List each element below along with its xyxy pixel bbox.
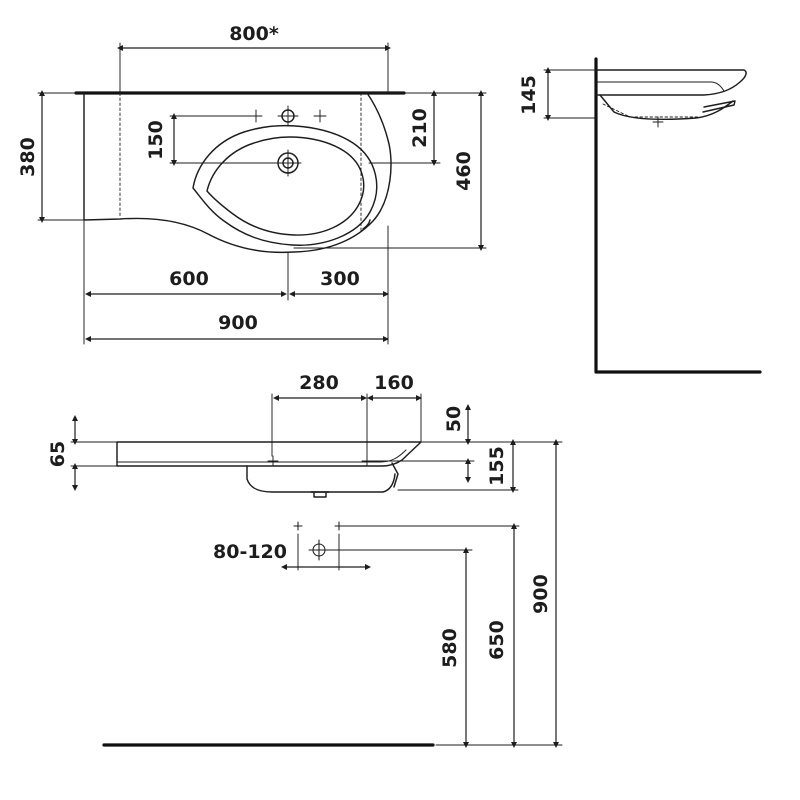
dimension-label-800: 800*: [229, 23, 279, 45]
dimension-label-380: 380: [17, 137, 39, 177]
front-bowl-body: [246, 465, 396, 493]
side-top-profile: [595, 69, 747, 96]
dimension-label-210: 210: [409, 108, 431, 148]
side-bowl-profile: [599, 94, 734, 121]
dimension-label-160: 160: [374, 372, 414, 394]
plan-bowl-inner-lip: [206, 136, 365, 236]
front-right-fixing-hole: [361, 455, 373, 467]
plan-view: 800* 380 150 210 460 600 300 900: [17, 23, 487, 345]
tap-right-symbol: [313, 109, 327, 123]
dimension-label-145: 145: [518, 75, 540, 115]
front-rim-inner-line: [116, 449, 407, 463]
dimension-label-900-plan: 900: [218, 312, 258, 334]
tap-center-line: [277, 105, 299, 127]
supply-right-symbol: [334, 521, 344, 531]
plan-basin-outline: [83, 92, 392, 254]
dimension-label-150: 150: [145, 120, 167, 160]
dimension-label-50: 50: [443, 406, 465, 432]
side-front-tip: [702, 100, 736, 113]
dimension-label-155: 155: [486, 446, 508, 486]
front-elevation-view: 280 160 50 65 155 900: [47, 372, 563, 748]
dimension-label-460: 460: [453, 151, 475, 191]
waste-symbol-cross: [308, 539, 330, 561]
overflow-small-mark: [362, 219, 371, 230]
dimension-label-600: 600: [169, 268, 209, 290]
front-left-fixing-hole: [267, 455, 279, 467]
side-hidden-lip: [602, 103, 699, 118]
dimension-label-650: 650: [486, 620, 508, 660]
dimension-label-580: 580: [439, 628, 461, 668]
front-waste-outlet: [310, 491, 330, 498]
plan-bowl-opening: [192, 124, 378, 246]
side-drain-mark: [652, 116, 664, 128]
tap-left-symbol: [249, 109, 263, 123]
dimension-label-900-height: 900: [530, 574, 552, 614]
front-overflow-tail: [391, 462, 399, 488]
drain-center-line: [274, 149, 302, 177]
dimension-label-80-120: 80-120: [213, 541, 287, 563]
dimension-label-300: 300: [320, 268, 360, 290]
supply-left-symbol: [293, 521, 303, 531]
wall-line: [594, 57, 762, 374]
side-inner-line: [595, 81, 725, 92]
installation-dimensions: 80-120 580 650: [213, 521, 520, 748]
dimension-label-65: 65: [47, 441, 69, 467]
dimension-label-280: 280: [299, 372, 339, 394]
side-section-view: 145: [518, 57, 762, 374]
